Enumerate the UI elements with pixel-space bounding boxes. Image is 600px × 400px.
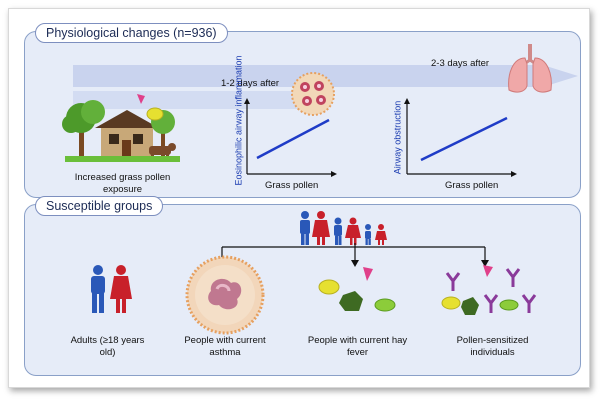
plot1-xlabel: Grass pollen xyxy=(265,180,319,191)
plot2-ylabel: Airway obstruction xyxy=(392,100,403,175)
physiological-changes-panel: Physiological changes (n=936) 1-2 days a… xyxy=(24,23,581,198)
trend-line xyxy=(256,118,330,160)
lung-icon xyxy=(508,44,552,93)
house-icon xyxy=(95,110,159,156)
hay-fever-pollen-icon xyxy=(318,267,396,312)
arrow-label-2-3-days: 2-3 days after xyxy=(431,58,490,69)
susceptible-groups-panel: Susceptible groups xyxy=(24,196,581,376)
panel-title-susceptible: Susceptible groups xyxy=(35,196,164,216)
eosinophil-cell-icon xyxy=(291,72,335,116)
plot2-xlabel: Grass pollen xyxy=(445,180,499,191)
panel-title-physiological: Physiological changes (n=936) xyxy=(35,23,228,43)
group-label-adults: Adults (≥18 years old) xyxy=(70,335,145,358)
arrow-band-2-3-days xyxy=(73,65,578,87)
plot-eosinophilic-inflammation xyxy=(244,98,337,177)
arrow-label-1-2-days: 1-2 days after xyxy=(221,78,280,89)
pollen-grain-icon xyxy=(137,94,164,121)
figure-frame: Physiological changes (n=936) 1-2 days a… xyxy=(8,8,590,388)
trend-line xyxy=(420,116,508,162)
group-label-asthma: People with current asthma xyxy=(184,335,266,358)
tree-icon xyxy=(62,100,105,158)
antibody-icon xyxy=(441,265,537,315)
asthma-cell-icon xyxy=(185,255,265,335)
adults-icon xyxy=(91,265,132,313)
group-label-hay-fever: People with current hay fever xyxy=(307,335,408,358)
plot1-ylabel: Eosinophilic airway inflammation xyxy=(233,55,244,186)
plot-airway-obstruction xyxy=(404,98,517,177)
exposure-label: Increased grass pollen exposure xyxy=(74,172,171,195)
group-label-sensitized: Pollen-sensitized individuals xyxy=(456,335,529,358)
family-icon xyxy=(300,211,387,245)
